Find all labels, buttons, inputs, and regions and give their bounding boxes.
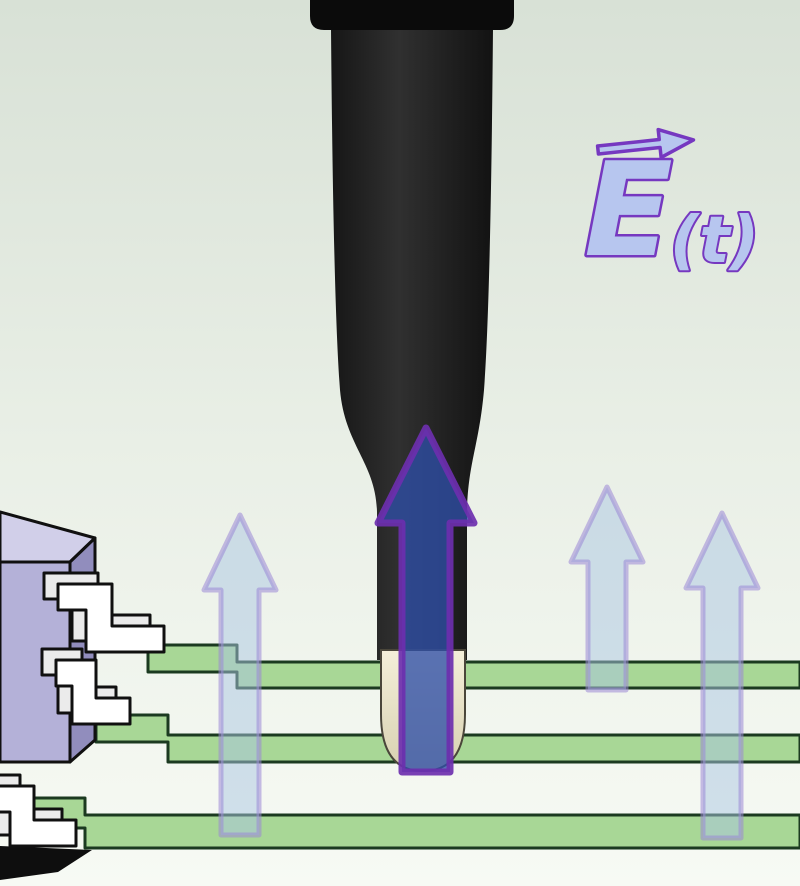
pin-2	[54, 658, 132, 726]
e-field-symbol: E	[584, 134, 673, 286]
field-label: E (t)	[582, 127, 761, 289]
board-edge-shadow	[0, 846, 92, 880]
probe-cap	[310, 0, 514, 30]
pin-3	[0, 784, 78, 848]
chip-pins	[0, 571, 166, 848]
chip-front-face	[0, 560, 72, 764]
e-field-arrow-left	[201, 512, 279, 838]
pcb-traces	[0, 643, 800, 880]
e-field-arrow-probe	[374, 424, 478, 776]
time-dependence-label: (t)	[670, 204, 759, 278]
pin-1	[56, 582, 166, 654]
vector-arrow-icon	[595, 127, 696, 160]
e-field-arrow-far-right	[683, 510, 761, 841]
e-field-arrow-right-mid	[568, 484, 646, 693]
e-field-arrows	[201, 424, 761, 841]
